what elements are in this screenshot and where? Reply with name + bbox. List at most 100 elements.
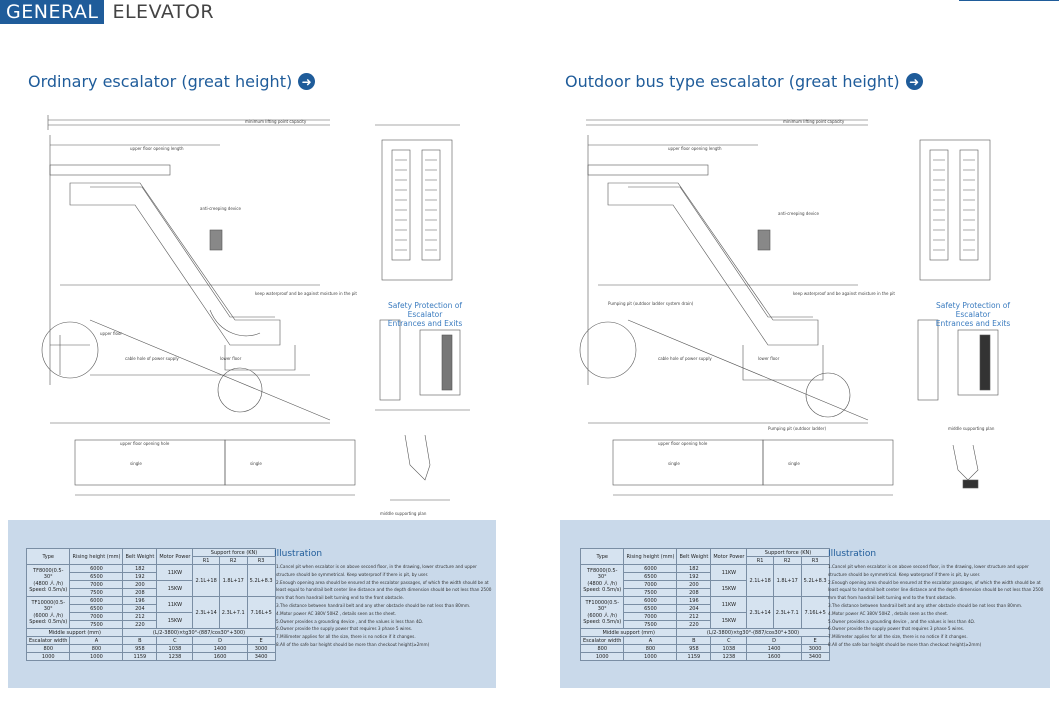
svg-text:anti-creeping device: anti-creeping device: [200, 206, 241, 211]
table-cell: 958: [122, 644, 158, 653]
illustration-item: 3.The distance between handrail belt and…: [276, 602, 471, 608]
arrow-right-icon[interactable]: ➜: [905, 73, 923, 90]
table-cell: 7500: [623, 620, 678, 629]
table-cell: 1038: [156, 644, 194, 653]
table-cell: 204: [676, 604, 712, 613]
table-cell: 1.8L+17: [772, 564, 802, 597]
table-cell: 1038: [710, 644, 748, 653]
svg-text:upper floor: upper floor: [100, 331, 122, 336]
illustration-item: 8.All of the safe bar height should be m…: [276, 641, 430, 647]
table-cell: Type: [25, 548, 71, 565]
table-cell: 1400: [192, 644, 248, 653]
table-cell: 7.16L+5: [800, 596, 830, 629]
svg-text:single: single: [130, 461, 142, 466]
table-cell: 1159: [122, 652, 158, 661]
right-illustration-list: 1.Cancel pit when escalator is on above …: [828, 563, 1048, 649]
table-cell: (L/2-3800)×tg30°-(887/cos30°+300): [122, 628, 276, 637]
illustration-item: 1.Cancel pit when escalator is on above …: [828, 564, 1029, 577]
table-cell: 1159: [676, 652, 712, 661]
table-cell: R1: [192, 556, 220, 565]
right-title-text: Outdoor bus type escalator (great height…: [565, 72, 900, 91]
table-cell: 1.8L+17: [218, 564, 248, 597]
table-cell: R2: [772, 556, 802, 565]
svg-text:keep waterproof and be against: keep waterproof and be against moisture …: [255, 291, 357, 296]
left-escalator-drawing: minimum lifting point capacity upper flo…: [41, 115, 470, 516]
table-cell: R2: [218, 556, 248, 565]
table-cell: B: [676, 636, 712, 645]
header-elevator: ELEVATOR: [112, 1, 215, 23]
illustration-item: 2.Enough opening area should be ensured …: [276, 579, 492, 601]
illustration-item: 5.Owner provides a grounding device , an…: [276, 618, 424, 624]
svg-text:keep waterproof and be against: keep waterproof and be against moisture …: [793, 291, 895, 296]
left-illustration-title: Illustration: [274, 549, 323, 559]
table-cell: 3000: [800, 644, 830, 653]
table-cell: Belt Weight: [122, 548, 158, 565]
table-cell: Middle support (mm): [25, 628, 124, 637]
table-cell: Escalator width: [25, 636, 71, 645]
table-cell: 6500: [69, 572, 124, 581]
table-cell: 6000: [69, 596, 124, 605]
arrow-right-icon[interactable]: ➜: [298, 73, 316, 90]
table-cell: 7500: [623, 588, 678, 597]
svg-text:single: single: [788, 461, 800, 466]
left-title-text: Ordinary escalator (great height): [28, 72, 293, 91]
table-cell: 3400: [246, 652, 276, 661]
left-drawing-labels: minimum lifting point capacity upper flo…: [100, 119, 427, 516]
table-cell: 7000: [623, 580, 678, 589]
table-cell: 212: [122, 612, 158, 621]
right-illustration-title: Illustration: [828, 549, 877, 559]
table-cell: 204: [122, 604, 158, 613]
table-cell: 15KW: [710, 580, 748, 597]
table-cell: (L/2-3800)×tg30°-(887/cos30°+300): [676, 628, 830, 637]
table-cell: 196: [122, 596, 158, 605]
illustration-item: 1.Cancel pit when escalator is on above …: [276, 564, 477, 577]
table-cell: R3: [246, 556, 276, 565]
table-cell: 6500: [623, 604, 678, 613]
table-cell: Escalator width: [579, 636, 625, 645]
table-row: TF8000(0.5-30° (4800 人 /h) Speed: 0.5m/s…: [579, 564, 830, 597]
svg-text:cable hole of power supply: cable hole of power supply: [125, 356, 179, 361]
illustration-item: 7.Millimeter applies for all the size, t…: [276, 634, 416, 640]
table-cell: 1238: [710, 652, 748, 661]
svg-text:anti-creeping device: anti-creeping device: [778, 211, 819, 216]
table-cell: 3000: [246, 644, 276, 653]
table-cell: TF8000(0.5-30° (4800 人 /h) Speed: 0.5m/s…: [579, 564, 625, 597]
table-cell: 1000: [579, 652, 625, 661]
table-cell: 192: [676, 572, 712, 581]
table-cell: 2.3L+7.1: [218, 596, 248, 629]
illustration-item: 4.Motor power AC 380V 50HZ , details see…: [276, 610, 397, 616]
table-cell: 220: [676, 620, 712, 629]
svg-text:upper floor opening hole: upper floor opening hole: [658, 441, 708, 446]
illustration-item: 2.Enough opening area should be ensured …: [828, 579, 1044, 601]
svg-text:lower floor: lower floor: [758, 356, 780, 361]
table-cell: 800: [623, 644, 678, 653]
svg-text:middle supporting plan: middle supporting plan: [948, 426, 995, 431]
table-cell: Motor Power: [710, 548, 748, 565]
right-section-title: Outdoor bus type escalator (great height…: [565, 72, 923, 91]
table-cell: 2.1L+18: [192, 564, 220, 597]
table-cell: 1000: [25, 652, 71, 661]
left-illustration-list: 1.Cancel pit when escalator is on above …: [276, 563, 496, 649]
table-cell: 5.2L+8.3: [800, 564, 830, 597]
table-cell: 1600: [192, 652, 248, 661]
table-cell: 6000: [623, 596, 678, 605]
table-cell: 11KW: [710, 596, 748, 613]
table-cell: 2.3L+7.1: [772, 596, 802, 629]
table-cell: 15KW: [710, 612, 748, 629]
right-drawing-labels: minimum lifting point capacity upper flo…: [608, 119, 995, 466]
svg-text:upper floor opening hole: upper floor opening hole: [120, 441, 170, 446]
illustration-item: 8.All of the safe bar height should be m…: [828, 641, 982, 647]
illustration-item: 4.Motor power AC 380V 50HZ , details see…: [828, 610, 949, 616]
table-cell: 182: [122, 564, 158, 573]
table-cell: 5.2L+8.3: [246, 564, 276, 597]
table-cell: C: [710, 636, 748, 645]
svg-text:middle supporting plan: middle supporting plan: [380, 511, 427, 516]
right-safety-title: Safety Protection of Escalator Entrances…: [935, 301, 1011, 328]
table-cell: 200: [122, 580, 158, 589]
table-cell: 7000: [69, 612, 124, 621]
